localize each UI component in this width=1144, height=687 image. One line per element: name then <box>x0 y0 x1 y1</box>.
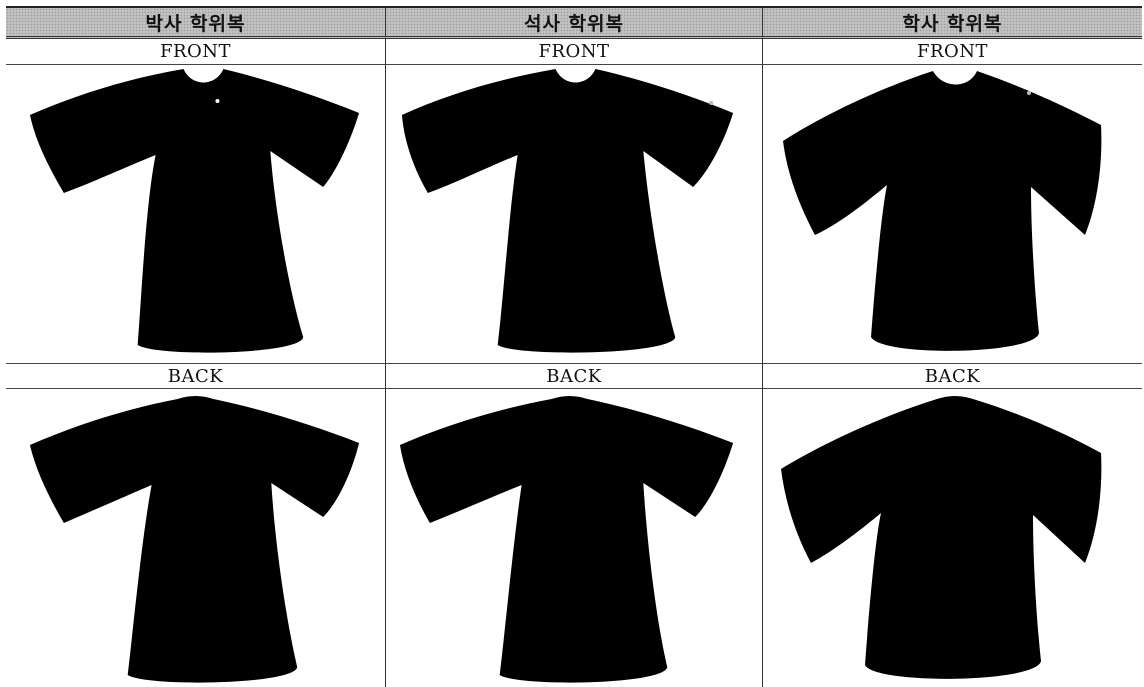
doctoral-gown-back-image <box>6 389 386 687</box>
front-label-bachelor: FRONT <box>763 39 1142 65</box>
gown-shape <box>29 69 360 353</box>
gown-front-silhouette <box>401 69 734 353</box>
gown-back-silhouette <box>29 396 360 683</box>
doctoral-gown-front-image <box>6 65 386 363</box>
front-label-doctoral: FRONT <box>6 39 386 65</box>
gown-front-silhouette <box>783 71 1102 351</box>
column-header-bachelor: 학사 학위복 <box>763 8 1142 39</box>
master-gown-back-image <box>386 389 763 687</box>
gown-back-silhouette <box>781 396 1102 679</box>
gown-shape <box>401 69 734 353</box>
gown-back-silhouette <box>399 396 734 683</box>
column-heading-text: 학사 학위복 <box>902 12 1003 35</box>
column-heading-text: 석사 학위복 <box>523 12 624 35</box>
bachelor-gown-back-image <box>763 389 1142 687</box>
column-header-doctoral: 박사 학위복 <box>6 8 386 39</box>
gown-shape <box>783 71 1102 351</box>
gown-shape <box>781 396 1102 679</box>
column-header-master: 석사 학위복 <box>386 8 763 39</box>
front-label-master: FRONT <box>386 39 763 65</box>
bachelor-gown-front-image <box>763 65 1142 363</box>
column-heading-text: 박사 학위복 <box>145 12 246 35</box>
back-label-master: BACK <box>386 363 763 389</box>
back-label-doctoral: BACK <box>6 363 386 389</box>
gown-shape <box>29 396 360 683</box>
master-gown-front-image <box>386 65 763 363</box>
gown-front-silhouette <box>29 69 360 353</box>
graduation-gown-table: 박사 학위복 석사 학위복 학사 학위복 FRONT FRONT FRONT B… <box>6 6 1142 687</box>
back-label-bachelor: BACK <box>763 363 1142 389</box>
gown-shape <box>399 396 734 683</box>
